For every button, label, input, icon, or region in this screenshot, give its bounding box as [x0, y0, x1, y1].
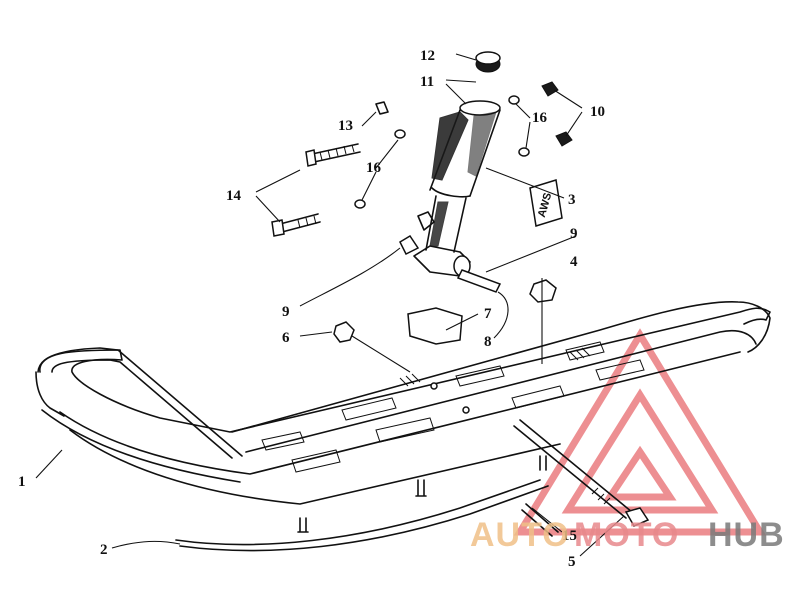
- callout-5: 5: [568, 554, 576, 570]
- callout-15: 15: [562, 528, 577, 544]
- callout-6: 6: [282, 330, 290, 346]
- callout-11: 11: [420, 74, 434, 90]
- callout-14: 14: [226, 188, 242, 204]
- ski-body: [35, 301, 771, 552]
- callout-2: 2: [100, 542, 108, 558]
- bolts-14: [271, 143, 361, 237]
- callout-16-left: 16: [366, 160, 382, 176]
- callout-12: 12: [420, 48, 435, 64]
- watermark-auto: AUTO: [470, 516, 570, 554]
- callout-16-right: 16: [532, 110, 548, 126]
- spindle-assembly: [413, 51, 501, 277]
- callout-10: 10: [590, 104, 605, 120]
- callout-7: 7: [484, 306, 492, 322]
- callout-9-lower: 9: [282, 304, 290, 320]
- hardware-small: [333, 81, 650, 537]
- callout-labels: 1 2 3 4 5 6 7 8 9 9 10 11 12 13 14 15 16…: [18, 48, 605, 570]
- callout-8: 8: [484, 334, 492, 350]
- callout-13: 13: [338, 118, 353, 134]
- leader-lines: [35, 53, 625, 557]
- callout-4: 4: [570, 254, 578, 270]
- callout-9-upper: 9: [570, 226, 578, 242]
- callout-1: 1: [18, 474, 26, 490]
- watermark-text: AUTO MOTO HUB: [470, 516, 785, 554]
- watermark-hub: HUB: [708, 516, 785, 554]
- callout-3: 3: [568, 192, 576, 208]
- watermark-triangle: [513, 328, 767, 536]
- watermark-moto: MOTO: [574, 516, 679, 554]
